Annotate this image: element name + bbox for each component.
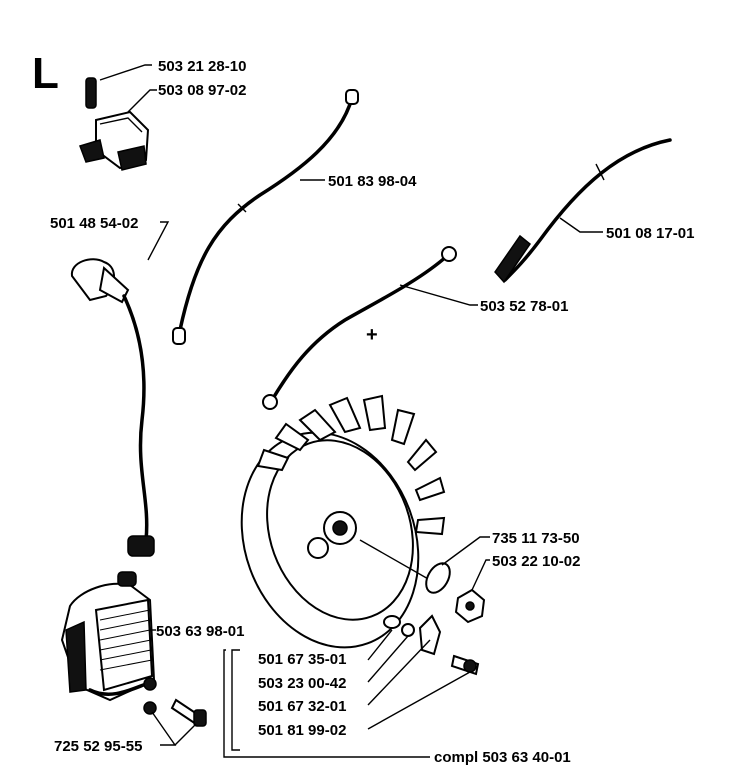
- plus-sign-icon: +: [366, 324, 378, 346]
- leader-cable-tube: [559, 217, 603, 233]
- label-complete-set: compl 503 63 40-01: [434, 749, 571, 766]
- leader-module: [127, 89, 157, 113]
- label-nut: 503 22 10-02: [492, 553, 580, 570]
- leader-part-32: [367, 639, 431, 706]
- label-part-32: 501 67 32-01: [258, 698, 346, 715]
- label-coil: 503 63 98-01: [156, 623, 244, 640]
- leader-washer: [441, 536, 490, 566]
- label-cable-tube: 501 08 17-01: [606, 225, 694, 242]
- leader-part-42: [367, 635, 409, 683]
- label-washer: 735 11 73-50: [492, 530, 580, 547]
- leader-complete-set: [223, 649, 430, 758]
- pawl-parts-drawing: [383, 614, 480, 676]
- washer-nut-drawing: [425, 562, 486, 624]
- ignition-coil-drawing: [60, 571, 207, 727]
- bracket-complete-set: [231, 649, 240, 751]
- label-screw-ignition: 503 21 28-10: [158, 58, 246, 75]
- leader-part-99: [367, 671, 471, 730]
- label-ignition-module: 503 08 97-02: [158, 82, 246, 99]
- cable-top-drawing: [172, 89, 359, 345]
- label-cable-top: 501 83 98-04: [328, 173, 417, 190]
- spark-plug-cap-drawing: [70, 258, 155, 557]
- leader-plug-cap: [147, 221, 170, 261]
- flywheel-drawing: [240, 394, 446, 649]
- leader-nut: [471, 559, 490, 591]
- ignition-module-drawing: [79, 77, 150, 171]
- ground-cable-drawing: +: [262, 246, 457, 410]
- leader-ground-cable: [399, 284, 478, 306]
- section-letter: L: [32, 49, 59, 98]
- cable-tube-drawing: [494, 138, 672, 284]
- label-spark-plug-cap: 501 48 54-02: [50, 215, 138, 232]
- label-part-42: 503 23 00-42: [258, 675, 346, 692]
- leader-screw: [99, 64, 152, 81]
- label-ground-cable: 503 52 78-01: [480, 298, 568, 315]
- leader-part-35: [367, 629, 393, 661]
- leader-coil-screw-a: [151, 711, 177, 746]
- label-part-35: 501 67 35-01: [258, 651, 346, 668]
- label-part-99: 501 81 99-02: [258, 722, 346, 739]
- label-coil-screw: 725 52 95-55: [54, 738, 142, 755]
- leader-coil-screw-b: [174, 723, 197, 746]
